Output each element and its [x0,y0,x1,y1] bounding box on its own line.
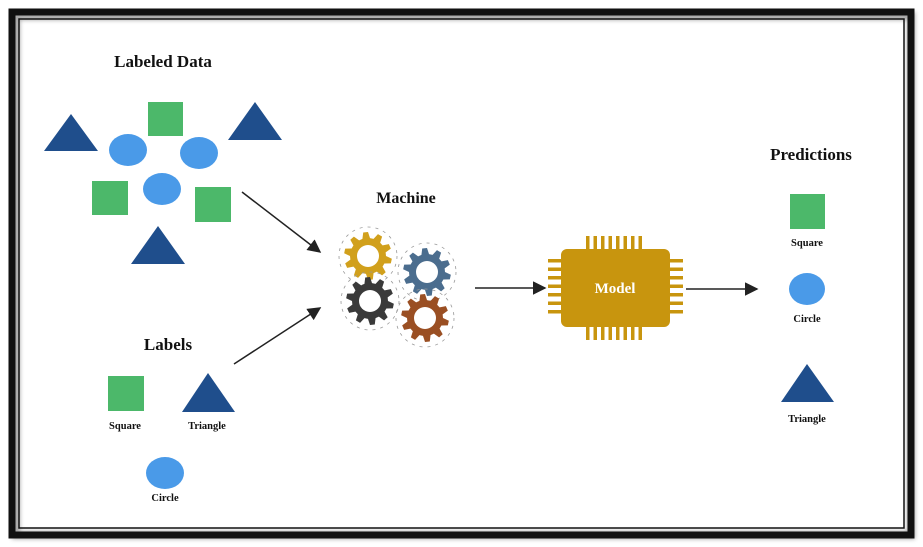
labels-group: Labels Square Triangle Circle [108,335,235,504]
chip-pin [623,236,627,250]
gear-hole [416,261,438,283]
chip-pin [548,276,562,280]
chip-pin [638,236,642,250]
label-triangle-text: Triangle [188,421,226,432]
prediction-triangle-text: Triangle [788,414,826,425]
triangle-icon [781,364,834,402]
triangle-icon [131,226,185,264]
chip-pin [593,236,597,250]
chip-pin [669,259,683,263]
triangle-icon [228,102,282,140]
model-chip: Model [548,236,683,340]
chip-pin [548,267,562,271]
gear-icon [395,288,455,348]
prediction-circle-text: Circle [793,314,821,325]
gear-hole [357,245,379,267]
gear-orbit [395,288,455,348]
triangle-icon [182,373,235,412]
diagram-frame [8,8,915,539]
gear-orbit [397,242,457,302]
machine-title: Machine [376,190,436,207]
labeled-data-title: Labeled Data [114,52,212,71]
labels-title: Labels [144,335,193,354]
predictions-title: Predictions [770,145,852,164]
chip-pin [616,236,620,250]
chip-pin [669,267,683,271]
labeled-data-group: Labeled Data [44,52,282,264]
prediction-square-text: Square [791,238,823,249]
chip-pin [608,236,612,250]
label-square-text: Square [109,421,141,432]
gear-icon [338,226,398,286]
chip-pin [548,293,562,297]
circle-icon [143,173,181,205]
chip-pin [608,326,612,340]
model-label: Model [595,281,636,297]
gear-hole [414,307,436,329]
circle-icon [109,134,147,166]
chip-pin [669,301,683,305]
chip-pin [669,310,683,314]
square-icon [92,181,128,215]
chip-pin [548,259,562,263]
chip-pin [669,276,683,280]
square-icon [790,194,825,229]
data-to-machine-arrow [241,191,322,253]
circle-icon [146,457,184,489]
chip-pin [548,310,562,314]
chip-pin [631,236,635,250]
chip-pin [586,326,590,340]
chip-pin [638,326,642,340]
chip-pin [586,236,590,250]
square-icon [195,187,231,222]
chip-pin [548,284,562,288]
labels-to-machine-arrow [233,307,322,365]
predictions-group: Predictions Square Circle Triangle [770,145,852,425]
circle-icon [789,273,825,305]
chip-pin [548,301,562,305]
machine-group: Machine [338,190,457,348]
chip-pin [601,236,605,250]
square-icon [148,102,183,136]
chip-pin [616,326,620,340]
chip-pin [623,326,627,340]
chip-pin [631,326,635,340]
gear-orbit [338,226,398,286]
gear-orbit [340,271,400,331]
gear-hole [359,290,381,312]
chip-pin [669,284,683,288]
chip-pin [601,326,605,340]
label-circle-text: Circle [151,493,179,504]
model-chip-body [561,249,670,327]
gear-icon [340,271,400,331]
chip-pin [669,293,683,297]
chip-pin [593,326,597,340]
gear-icon [397,242,457,302]
circle-icon [180,137,218,169]
square-icon [108,376,144,411]
triangle-icon [44,114,98,151]
